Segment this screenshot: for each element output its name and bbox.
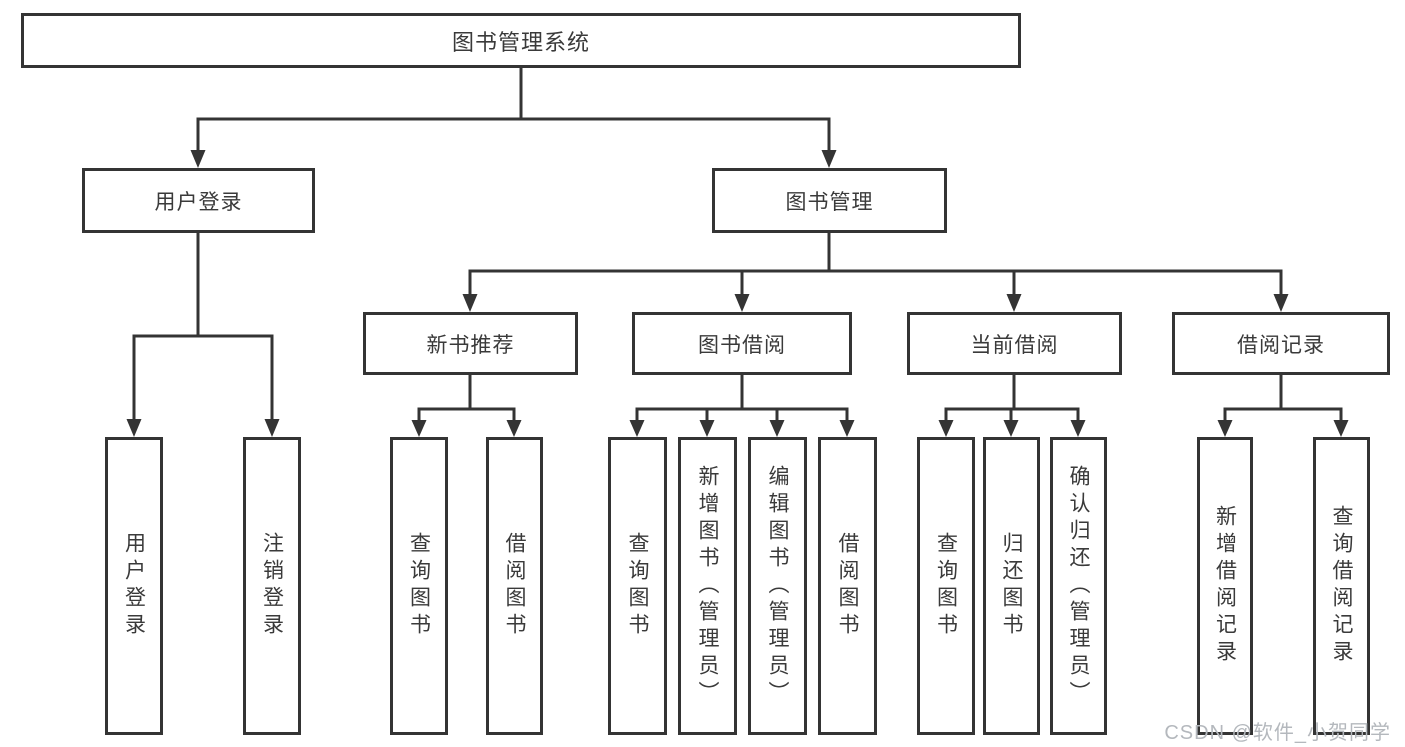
connector-current-to-leaves [944,373,1080,424]
node-label: 图书管理 [785,190,874,214]
connector-record-to-leaves [1223,373,1343,424]
leaf-label: 查询图书 [626,532,649,640]
node-label: 当前借阅 [970,333,1059,357]
node-borrowing-records: 借阅记录 [1172,312,1390,375]
leaf-query-books-newbook: 查询图书 [390,437,448,735]
node-library-management-system: 图书管理系统 [21,13,1021,68]
leaf-label: 查询图书 [407,532,431,640]
leaf-add-borrow-record: 新增借阅记录 [1197,437,1253,735]
leaf-label: 查询图书 [934,532,958,640]
leaf-query-books-current: 查询图书 [917,437,975,735]
leaf-label: 编辑图书（管理员） [766,464,789,708]
leaf-logout: 注销登录 [243,437,301,735]
connector-bookmgmt-to-level3 [468,231,1283,299]
leaf-edit-books-admin: 编辑图书（管理员） [748,437,807,735]
leaf-label: 借阅图书 [836,532,859,640]
leaf-user-login: 用户登录 [105,437,163,735]
node-label: 图书借阅 [698,333,786,357]
node-book-management-module: 图书管理 [712,168,947,233]
node-label: 用户登录 [154,190,243,214]
leaf-add-books-admin: 新增图书（管理员） [678,437,737,735]
connector-borrow-to-leaves [635,373,849,424]
node-label: 借阅记录 [1237,333,1325,357]
connector-userlogin-to-leaves [132,231,274,423]
leaf-label: 用户登录 [122,532,146,640]
node-book-borrowing: 图书借阅 [632,312,852,375]
node-new-book-recommendation: 新书推荐 [363,312,578,375]
leaf-label: 新增图书（管理员） [696,464,719,708]
leaf-borrow-books-newbook: 借阅图书 [486,437,543,735]
leaf-label: 查询借阅记录 [1330,505,1353,667]
connector-root-to-level2 [196,66,831,154]
leaf-label: 新增借阅记录 [1213,505,1237,667]
node-current-borrowing: 当前借阅 [907,312,1122,375]
node-label: 新书推荐 [426,333,515,357]
leaf-query-books-borrow: 查询图书 [608,437,667,735]
leaf-label: 确认归还（管理员） [1067,464,1090,708]
leaf-label: 归还图书 [1000,532,1023,640]
arrowheads [126,150,1349,437]
node-label: 图书管理系统 [451,29,590,55]
leaf-borrow-books: 借阅图书 [818,437,877,735]
leaf-return-books: 归还图书 [983,437,1040,735]
connector-newbook-to-leaves [417,373,516,424]
csdn-watermark: CSDN @软件_小贺同学 [1164,722,1391,744]
leaf-label: 注销登录 [260,532,284,640]
leaf-label: 借阅图书 [503,532,526,640]
leaf-confirm-return-admin: 确认归还（管理员） [1050,437,1107,735]
leaf-query-borrow-record: 查询借阅记录 [1313,437,1370,735]
node-user-login-module: 用户登录 [82,168,315,233]
